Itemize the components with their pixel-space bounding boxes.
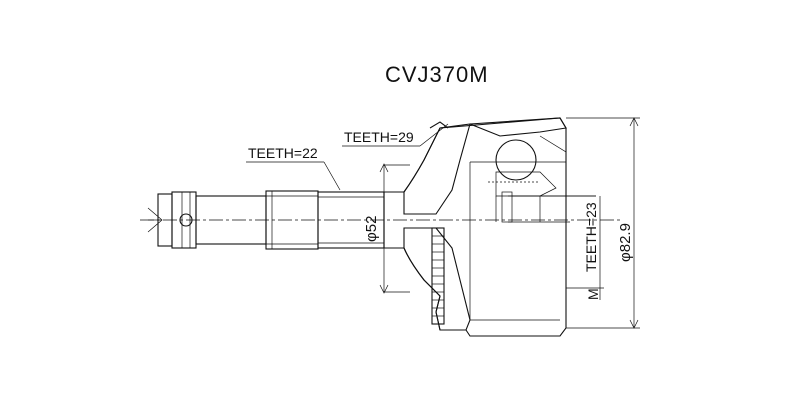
leader-outer-teeth [342, 123, 449, 147]
part-number-title: CVJ370M [385, 62, 489, 87]
shaft-diameter-label: φ52 [363, 216, 380, 242]
abs-ring [431, 227, 445, 325]
outer-diameter-label: φ82.9 [617, 223, 634, 262]
spline-shaft [171, 191, 267, 249]
leader-shaft-teeth [246, 161, 341, 191]
outer-housing [383, 117, 567, 337]
ball-cage [488, 135, 567, 222]
dim-phi52 [379, 163, 410, 294]
leader-inner-teeth [512, 195, 601, 300]
thread-mark-label: M [585, 288, 601, 300]
shaft-teeth-label: TEETH=22 [248, 145, 318, 161]
outer-teeth-label: TEETH=29 [344, 129, 414, 145]
dim-phi82 [566, 117, 640, 329]
inner-teeth-label: TEETH=23 [583, 202, 599, 272]
